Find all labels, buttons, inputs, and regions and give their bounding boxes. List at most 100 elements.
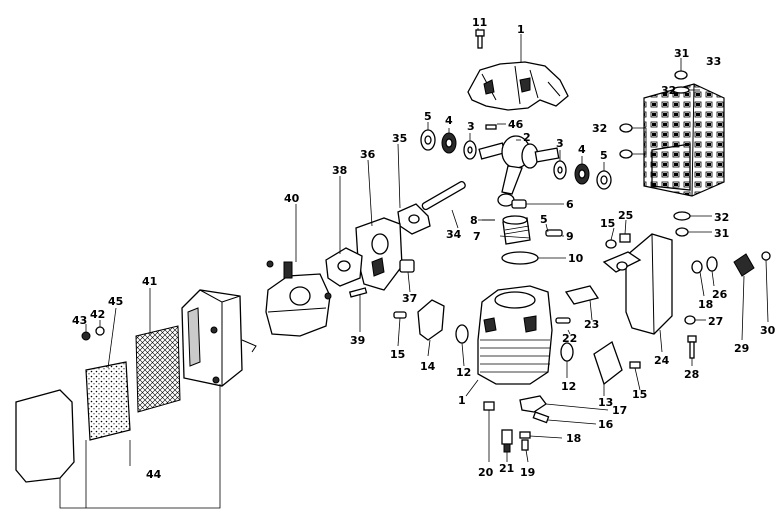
filter-screen-part <box>135 325 181 413</box>
foam-filter-part <box>85 361 131 441</box>
gasket-part <box>691 260 703 274</box>
nut-part <box>674 70 688 80</box>
part-labels: 11 1 5 4 3 46 2 35 3 4 5 36 38 40 6 8 5 … <box>72 16 776 481</box>
carburetor-part <box>265 260 332 337</box>
exhaust-gasket-part <box>564 285 600 305</box>
label-29: 29 <box>734 342 749 355</box>
label-3: 3 <box>556 137 564 150</box>
label-43: 43 <box>72 314 87 327</box>
label-16: 16 <box>598 418 614 431</box>
label-11: 11 <box>472 16 487 29</box>
cap-part <box>706 256 718 272</box>
label-4: 4 <box>445 114 453 127</box>
muffler-part <box>602 233 673 335</box>
gasket-part <box>455 324 469 344</box>
gasket-hole <box>337 260 351 272</box>
label-18: 18 <box>698 298 713 311</box>
label-5: 5 <box>424 110 432 123</box>
label-9: 9 <box>566 230 574 243</box>
label-5: 5 <box>540 213 548 226</box>
label-12: 12 <box>561 380 576 393</box>
label-31: 31 <box>674 47 689 60</box>
label-15: 15 <box>632 388 647 401</box>
label-10: 10 <box>568 252 584 265</box>
label-42: 42 <box>90 308 105 321</box>
piston-part <box>502 215 531 245</box>
label-27: 27 <box>708 315 723 328</box>
bearing-part <box>553 160 612 190</box>
intake-manifold-part <box>355 217 403 291</box>
bracket-part <box>519 395 550 424</box>
label-40: 40 <box>284 192 300 205</box>
label-26: 26 <box>712 288 728 301</box>
label-30: 30 <box>760 324 776 337</box>
label-28: 28 <box>684 368 699 381</box>
crankcase-part <box>467 61 569 111</box>
bolt-part <box>475 29 485 49</box>
bearing-part <box>420 129 477 160</box>
label-13: 13 <box>598 396 613 409</box>
label-32: 32 <box>592 122 607 135</box>
intake-part <box>417 299 445 341</box>
label-1: 1 <box>517 23 525 36</box>
nut-part <box>675 227 689 237</box>
needle-bearing-part <box>511 199 527 209</box>
crankshaft-part <box>478 135 560 207</box>
label-37: 37 <box>402 292 417 305</box>
label-3: 3 <box>467 120 475 133</box>
washer-part <box>619 123 633 133</box>
label-46: 46 <box>508 118 524 131</box>
air-filter-cover-part <box>15 389 75 483</box>
label-25: 25 <box>618 209 633 222</box>
label-12: 12 <box>456 366 471 379</box>
washer-part <box>95 326 105 336</box>
label-36: 36 <box>360 148 376 161</box>
label-14: 14 <box>420 360 436 373</box>
screw-part <box>348 287 368 298</box>
label-6: 6 <box>566 198 574 211</box>
washer-part <box>619 149 633 159</box>
label-21: 21 <box>499 462 514 475</box>
air-box-part <box>181 289 257 387</box>
label-38: 38 <box>332 164 347 177</box>
gasket-hole <box>408 214 420 224</box>
nut-part <box>519 431 531 451</box>
label-32: 32 <box>714 211 729 224</box>
label-35: 35 <box>392 132 407 145</box>
label-24: 24 <box>654 354 670 367</box>
cylinder-part <box>477 285 553 385</box>
label-7: 7 <box>473 230 481 243</box>
screw-part <box>605 239 617 249</box>
label-15: 15 <box>600 217 615 230</box>
tube-part <box>421 180 466 211</box>
label-17: 17 <box>612 404 627 417</box>
screw-part <box>761 251 771 261</box>
key-part <box>485 124 497 130</box>
piston-pin-part <box>545 229 563 237</box>
piston-ring-part <box>501 251 539 265</box>
muffler-shroud-part <box>643 83 725 197</box>
label-32: 32 <box>661 84 676 97</box>
stud-part <box>619 233 631 243</box>
cover-plate-part <box>593 340 623 386</box>
label-18: 18 <box>566 432 581 445</box>
leader-lines <box>59 28 769 509</box>
label-20: 20 <box>478 466 494 479</box>
label-22: 22 <box>562 332 577 345</box>
bolt-part <box>687 335 697 359</box>
stud-part <box>555 317 571 324</box>
label-8: 8 <box>470 214 478 227</box>
label-31: 31 <box>714 227 729 240</box>
label-23: 23 <box>584 318 599 331</box>
label-33: 33 <box>706 55 721 68</box>
label-15: 15 <box>390 348 405 361</box>
label-5: 5 <box>600 149 608 162</box>
washer-part <box>673 211 691 221</box>
label-4: 4 <box>578 143 586 156</box>
washer-part <box>684 315 696 325</box>
gasket-part <box>560 342 574 362</box>
label-39: 39 <box>350 334 365 347</box>
bushing-part <box>399 259 415 273</box>
label-41: 41 <box>142 275 157 288</box>
